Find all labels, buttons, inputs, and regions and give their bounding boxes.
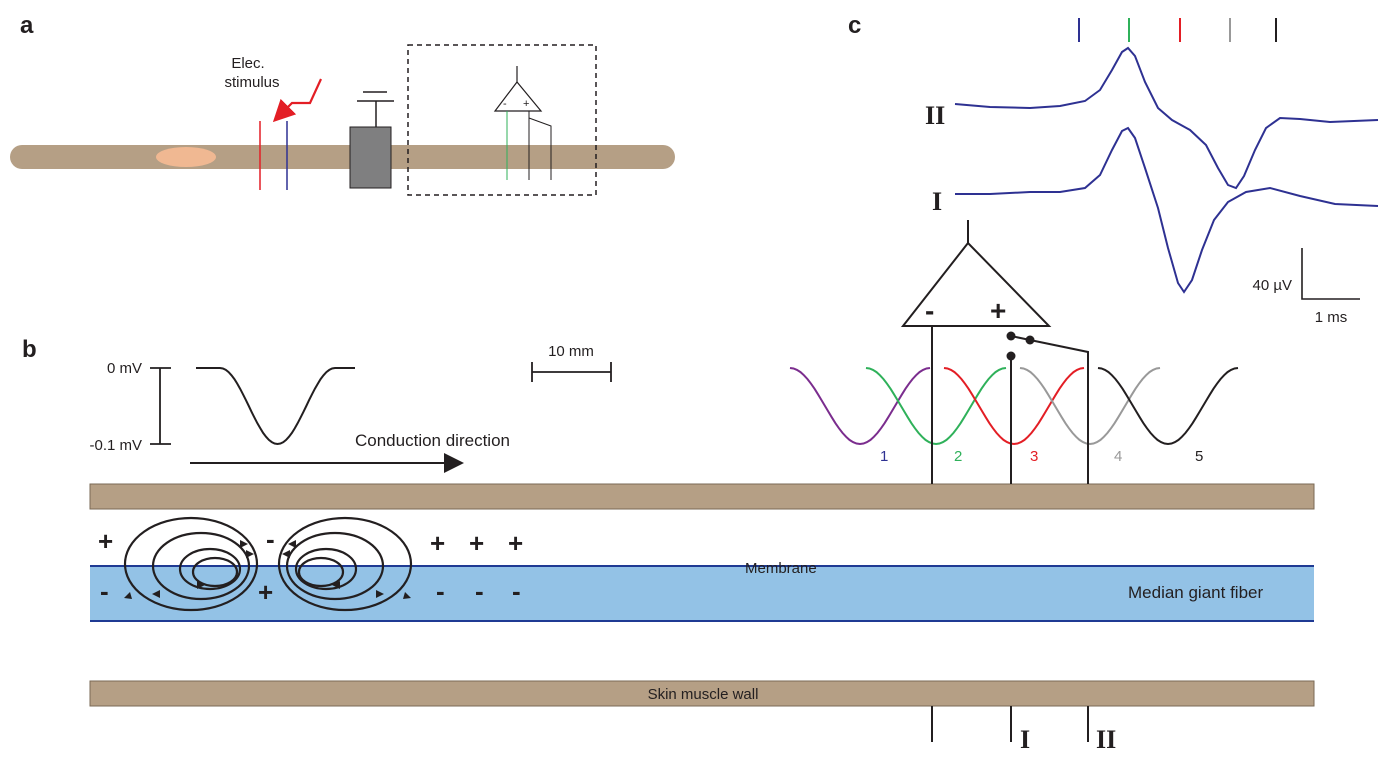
inside-minus-3: -: [512, 576, 521, 606]
small-amplifier: [493, 66, 552, 180]
trace-I: [955, 126, 1379, 294]
length-scale-label: 10 mm: [548, 343, 594, 360]
inside-plus-mid: +: [258, 577, 273, 607]
outside-plus-3: +: [508, 528, 523, 558]
inside-minus-left: -: [100, 576, 109, 606]
outside-plus-1: +: [430, 528, 445, 558]
membrane-label: Membrane: [745, 560, 817, 577]
voltage-top-label: 0 mV: [107, 360, 142, 377]
position-label-5: 5: [1195, 448, 1203, 465]
current-loops-right: [277, 516, 413, 612]
inside-minus-2: -: [475, 576, 484, 606]
timing-ticks: [1078, 18, 1277, 42]
panel-c-letter: c: [848, 12, 861, 39]
waveform-position-5: [1097, 367, 1239, 446]
amp-plus-sign: +: [990, 295, 1006, 326]
position-label-2: 2: [954, 448, 962, 465]
fiber-label: Median giant fiber: [1128, 583, 1263, 602]
electrode-I-label: I: [1020, 725, 1030, 754]
stimulus-label-line2: stimulus: [224, 74, 279, 91]
position-label-3: 3: [1030, 448, 1038, 465]
outside-plus-2: +: [469, 528, 484, 558]
small-amp-plus: +: [523, 98, 529, 110]
position-label-4: 4: [1114, 448, 1122, 465]
electrode-switch[interactable]: [1006, 331, 1035, 361]
bottom-electrode-ticks: [931, 706, 1089, 742]
recording-electrodes: [931, 326, 1089, 484]
position-label-1: 1: [880, 448, 888, 465]
magnified-region-box: [407, 44, 597, 196]
waveform-position-1: [789, 367, 931, 446]
skin-label: Skin muscle wall: [648, 686, 759, 703]
conduction-label: Conduction direction: [355, 431, 510, 450]
current-arrowheads: [124, 540, 411, 599]
panel-a: a Elec. stimulus - +: [10, 12, 675, 196]
voltage-scale-bar: [150, 367, 171, 445]
stimulus-arrow: [272, 78, 322, 123]
amp-minus-sign: -: [925, 295, 934, 326]
waveform-position-4: [1019, 367, 1161, 446]
waveform-position-3: [943, 367, 1085, 446]
voltage-bottom-label: -0.1 mV: [89, 437, 142, 454]
worm-body: [10, 145, 675, 169]
action-potential-waveform: [196, 367, 355, 446]
panel-b: b 0 mV -0.1 mV 10 mm Conduction directio…: [22, 220, 1315, 754]
outside-plus-left: +: [98, 526, 113, 556]
clitellum: [156, 147, 216, 167]
ground-electrode: [349, 91, 394, 189]
current-loops-left: [123, 516, 259, 612]
skin-muscle-wall: [89, 680, 1315, 707]
trace-II-label: II: [925, 101, 945, 130]
small-amp-minus: -: [503, 98, 507, 110]
outside-minus-mid: -: [266, 524, 275, 554]
outer-tissue-band: [89, 483, 1315, 510]
inside-minus-1: -: [436, 576, 445, 606]
amp-scale-label: 40 µV: [1253, 277, 1293, 294]
panel-a-letter: a: [20, 12, 34, 39]
length-scale-bar: [531, 362, 612, 382]
time-scale-label: 1 ms: [1315, 309, 1348, 326]
panel-c-scale-bar: [1301, 248, 1360, 300]
waveform-position-2: [865, 367, 1007, 446]
panel-c: c II I 40 µV 1 ms: [848, 12, 1379, 326]
stimulus-label-line1: Elec.: [231, 55, 264, 72]
trace-II: [954, 46, 1379, 190]
recording-amplifier: [900, 220, 1052, 327]
panel-b-letter: b: [22, 336, 37, 363]
trace-I-label: I: [932, 187, 942, 216]
electrode-II-label: II: [1096, 725, 1116, 754]
